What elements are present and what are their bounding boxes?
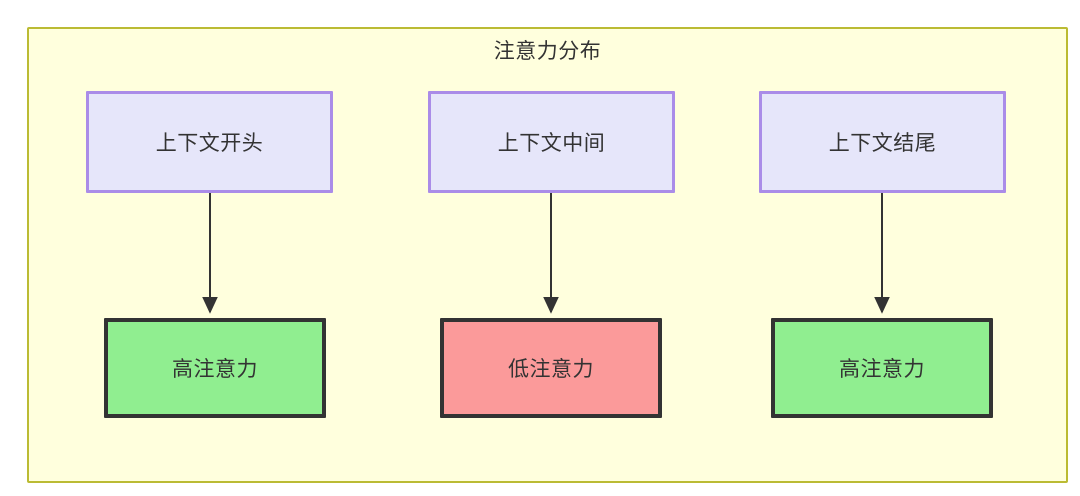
subgraph-title: 注意力分布	[493, 40, 602, 63]
node-attention-high-end[interactable]: 高注意力	[771, 318, 993, 418]
node-attention-high-start[interactable]: 高注意力	[104, 318, 326, 418]
node-context-middle[interactable]: 上下文中间	[428, 91, 675, 193]
node-attention-low-middle[interactable]: 低注意力	[440, 318, 662, 418]
node-context-start[interactable]: 上下文开头	[86, 91, 333, 193]
node-context-end[interactable]: 上下文结尾	[759, 91, 1006, 193]
